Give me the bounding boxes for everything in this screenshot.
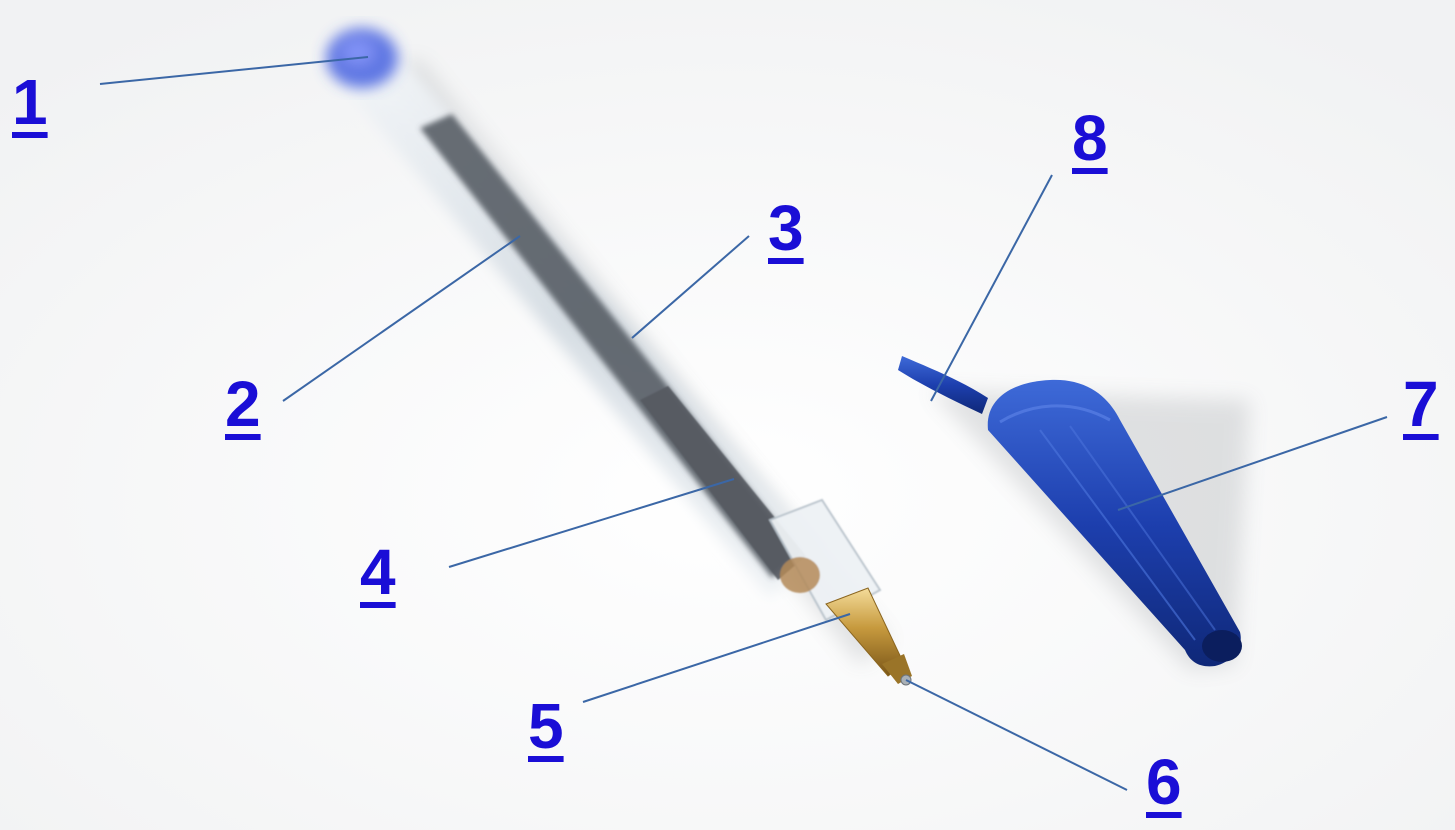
callout-4[interactable]: 4	[360, 540, 396, 604]
callout-8[interactable]: 8	[1072, 106, 1108, 170]
ink-tube-collar	[780, 557, 820, 593]
callout-7[interactable]: 7	[1403, 372, 1439, 436]
callout-3[interactable]: 3	[768, 196, 804, 260]
callout-1[interactable]: 1	[12, 70, 48, 134]
callout-5[interactable]: 5	[528, 694, 564, 758]
cap-opening	[1202, 630, 1242, 662]
callout-2[interactable]: 2	[225, 372, 261, 436]
callout-6[interactable]: 6	[1146, 750, 1182, 814]
